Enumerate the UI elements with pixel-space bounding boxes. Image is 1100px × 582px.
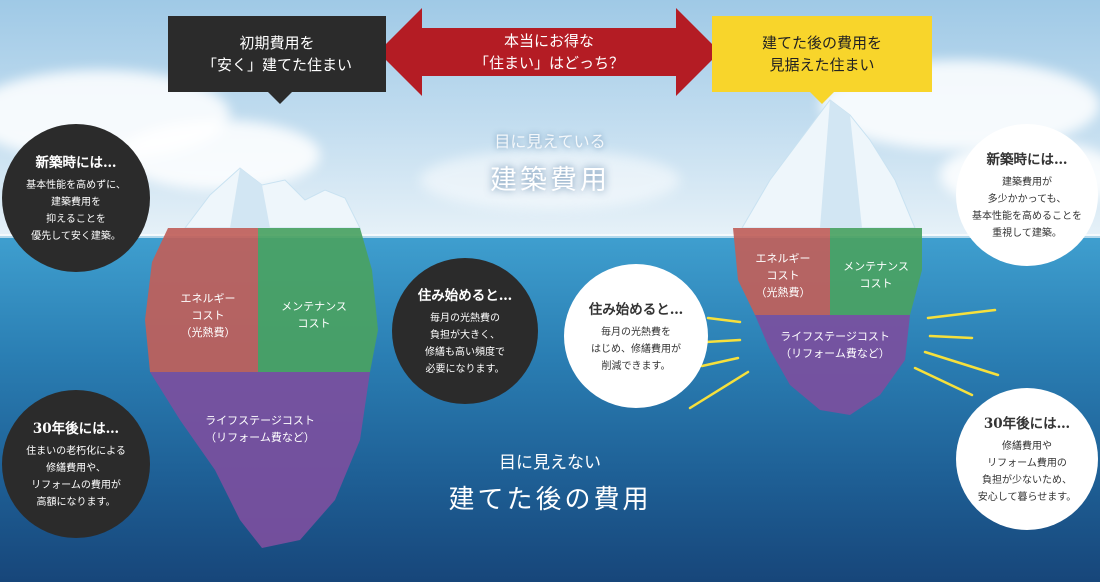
left-box-pointer	[268, 92, 292, 104]
bubble-body: 修繕費用やリフォーム費用の負担が少ないため、安心して暮らせます。	[978, 438, 1077, 506]
visible-cost-label: 目に見えている 建築費用	[450, 128, 650, 197]
text-line: （リフォーム費など）	[205, 431, 315, 444]
text-line: 毎月の光熱費を	[601, 326, 671, 338]
text-line: メンテナンス	[281, 300, 347, 313]
text-line: 基本性能を高めずに、	[26, 180, 126, 191]
text-line: （リフォーム費など）	[780, 347, 890, 360]
text-line: ライフステージコスト	[780, 330, 890, 343]
text-line: リフォーム費用の	[987, 458, 1067, 469]
bubble-title: 住み始めると…	[588, 301, 684, 318]
initial-cost-line-2: 「安く」建てた住まい	[201, 56, 352, 74]
text-line: 毎月の光熱費の	[430, 313, 500, 324]
bubble-title: 住み始めると…	[417, 288, 513, 304]
text-line: はじめ、修繕費用が	[591, 343, 681, 355]
water-surface-line	[0, 234, 1100, 238]
yellow-rays	[688, 308, 1000, 410]
which-is-better-arrow-text: 本当にお得な 「住まい」はどっち？	[422, 28, 676, 76]
cloud	[120, 120, 320, 190]
bubble-body: 基本性能を高めずに、建築費用を抑えることを優先して安く建築。	[26, 177, 126, 245]
text-line: 負担が大きく、	[430, 330, 500, 341]
text-line: 安心して暮らせます。	[977, 492, 1077, 503]
text-line: 抑えることを	[46, 214, 106, 225]
text-line: 高額になります。	[36, 497, 116, 508]
text-line: リフォームの費用が	[31, 480, 121, 491]
text-line: （光熱費）	[180, 326, 236, 339]
hidden-cost-small: 目に見えない	[499, 453, 601, 473]
right-new-build-bubble: 新築時には… 建築費用が多少かかっても、基本性能を高めることを重視して建築。	[956, 124, 1098, 266]
initial-cost-line-1: 初期費用を	[239, 34, 315, 52]
left-energy-label: エネルギーコスト （光熱費）	[160, 290, 256, 341]
text-line: 修繕費用や	[1002, 441, 1052, 452]
cloud	[420, 150, 680, 210]
arrow-line-2: 「住まい」はどっち？	[473, 54, 624, 72]
text-line: コスト	[297, 317, 331, 330]
left-energy-block	[145, 228, 258, 372]
left-new-build-bubble: 新築時には… 基本性能を高めずに、建築費用を抑えることを優先して安く建築。	[2, 124, 150, 272]
bubble-body: 毎月の光熱費をはじめ、修繕費用が削減できます。	[591, 324, 681, 375]
right-maintenance-block	[830, 228, 922, 315]
text-line: 重視して建築。	[992, 228, 1062, 239]
left-maintenance-block	[258, 228, 378, 372]
left-iceberg-tip-shade	[230, 168, 270, 228]
text-line: メンテナンス	[843, 260, 909, 273]
visible-cost-big: 建築費用	[490, 165, 610, 196]
bubble-body: 住まいの老朽化による修繕費用や、リフォームの費用が高額になります。	[26, 443, 126, 511]
left-iceberg-tip	[183, 167, 361, 229]
bubble-title: 30年後には…	[983, 416, 1071, 432]
text-line: 基本性能を高めることを	[972, 211, 1082, 222]
left-30-years-bubble: 30年後には… 住まいの老朽化による修繕費用や、リフォームの費用が高額になります…	[2, 390, 150, 538]
left-lifestage-label: ライフステージコスト （リフォーム費など）	[190, 412, 330, 446]
text-line: 建築費用を	[50, 197, 101, 208]
bubble-body: 毎月の光熱費の負担が大きく、修繕も高い頻度で必要になります。	[425, 310, 505, 378]
text-line: 必要になります。	[425, 364, 505, 375]
hidden-cost-big: 建てた後の費用	[448, 485, 652, 515]
future-cost-line-2: 見据えた住まい	[769, 56, 875, 74]
text-line: エネルギー	[180, 292, 236, 305]
text-line: 住まいの老朽化による	[26, 446, 126, 457]
text-line: ライフステージコスト	[205, 414, 315, 427]
text-line: 多少かかっても、	[987, 194, 1067, 205]
arrow-line-1: 本当にお得な	[503, 32, 594, 50]
bubble-title: 新築時には…	[35, 155, 117, 171]
text-line: 修繕も高い頻度で	[425, 347, 505, 358]
right-lifestage-block	[755, 315, 910, 415]
hidden-cost-label: 目に見えない 建てた後の費用	[420, 448, 680, 516]
right-30-years-bubble: 30年後には… 修繕費用やリフォーム費用の負担が少ないため、安心して暮らせます。	[956, 388, 1098, 530]
mid-light-bubble: 住み始めると… 毎月の光熱費をはじめ、修繕費用が削減できます。	[564, 264, 708, 408]
text-line: コスト	[191, 309, 225, 322]
red-double-arrow	[378, 8, 720, 96]
left-lifestage-block	[150, 372, 370, 548]
right-lifestage-label: ライフステージコスト （リフォーム費など）	[770, 328, 900, 362]
text-line: 削減できます。	[601, 360, 671, 372]
bubble-title: 30年後には…	[32, 421, 120, 437]
future-cost-line-1: 建てた後の費用を	[761, 34, 882, 52]
text-line: コスト	[766, 269, 800, 282]
text-line: 修繕費用や、	[46, 463, 106, 474]
initial-cost-house-box: 初期費用を 「安く」建てた住まい	[168, 16, 386, 92]
left-maintenance-label: メンテナンスコスト	[262, 298, 366, 332]
right-box-pointer	[810, 92, 834, 104]
bubble-title: 新築時には…	[986, 152, 1068, 168]
text-line: （光熱費）	[755, 286, 811, 299]
text-line: 優先して安く建築。	[31, 231, 121, 242]
text-line: エネルギー	[755, 252, 811, 265]
text-line: 建築費用が	[1002, 177, 1052, 188]
visible-cost-small: 目に見えている	[494, 132, 606, 151]
right-energy-block	[733, 228, 830, 315]
text-line: コスト	[859, 277, 893, 290]
bubble-body: 建築費用が多少かかっても、基本性能を高めることを重視して建築。	[972, 174, 1082, 242]
right-energy-label: エネルギーコスト （光熱費）	[740, 250, 826, 301]
mid-dark-bubble: 住み始めると… 毎月の光熱費の負担が大きく、修繕も高い頻度で必要になります。	[392, 258, 538, 404]
right-iceberg-tip-shade	[820, 100, 862, 228]
future-cost-house-box: 建てた後の費用を 見据えた住まい	[712, 16, 932, 92]
text-line: 負担が少ないため、	[982, 475, 1072, 486]
right-maintenance-label: メンテナンスコスト	[832, 258, 920, 292]
